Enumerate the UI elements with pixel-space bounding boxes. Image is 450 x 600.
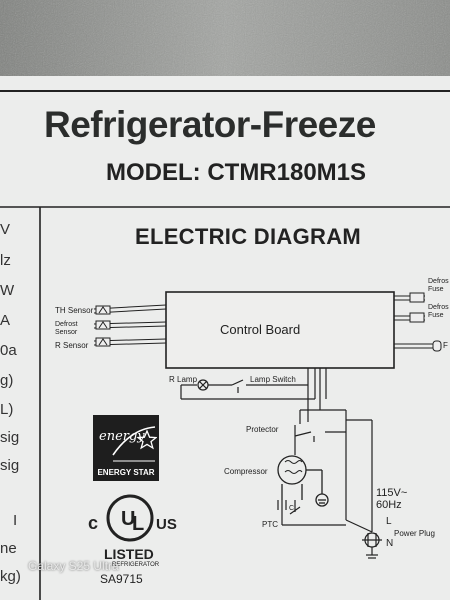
r-lamp-label: R Lamp	[169, 375, 198, 384]
spec-fragment: g)	[0, 372, 14, 389]
spec-fragment: W	[0, 282, 15, 299]
energy-star-text: ENERGY STAR	[97, 468, 155, 477]
power-plug-label: Power Plug	[394, 529, 435, 538]
right-edge-label: F	[443, 341, 448, 350]
voltage-rating: 115V~ 60Hz	[376, 487, 408, 511]
compressor-label: Compressor	[224, 467, 268, 476]
spec-fragment: V	[0, 221, 11, 238]
spec-fragment: ne	[0, 540, 17, 557]
spec-fragment: sig	[0, 457, 20, 474]
ul-file-code: SA9715	[100, 572, 143, 586]
ul-listed-text: LISTED	[104, 546, 154, 562]
line-label: L	[386, 516, 392, 527]
defrost-sensor-label: Defrost Sensor	[55, 321, 78, 336]
th-sensor-label: TH Sensor	[55, 306, 94, 315]
ul-logo-icon: U L	[106, 494, 154, 542]
ptc-label: PTC	[262, 520, 278, 529]
defrost-fuse-label: Defros Fuse	[428, 278, 449, 293]
r-sensor-label: R Sensor	[55, 341, 89, 350]
product-title: Refrigerator-Freeze	[44, 104, 376, 145]
ul-c-mark: c	[88, 513, 99, 533]
spec-fragment: 0a	[0, 342, 17, 359]
control-board-label: Control Board	[220, 322, 301, 337]
svg-text:U: U	[121, 508, 135, 530]
energy-script: energy	[99, 429, 145, 444]
star-icon	[112, 426, 157, 462]
protector-label: Protector	[246, 425, 279, 434]
model-number: MODEL: CTMR180M1S	[106, 159, 367, 186]
energy-star-logo: energy ENERGY STAR	[93, 415, 159, 481]
spec-fragment: L)	[0, 401, 14, 418]
spec-fragment: A	[0, 312, 11, 329]
spec-fragment: sig	[0, 429, 20, 446]
neutral-label: N	[386, 538, 394, 549]
svg-text:L: L	[132, 513, 144, 535]
lamp-switch-label: Lamp Switch	[250, 375, 296, 384]
ul-us-mark: US	[156, 516, 177, 533]
capacitor-label: C	[289, 505, 295, 512]
spec-fragment: lz	[0, 252, 11, 269]
camera-watermark: Galaxy S25 Ultra	[28, 559, 119, 573]
spec-fragment: kg)	[0, 568, 21, 585]
diagram-heading: ELECTRIC DIAGRAM	[135, 224, 362, 249]
spec-fragment: I	[13, 512, 18, 529]
defrost-fuse-label: Defros Fuse	[428, 304, 449, 319]
ul-category-text: REFRIGERATOR	[112, 562, 160, 568]
